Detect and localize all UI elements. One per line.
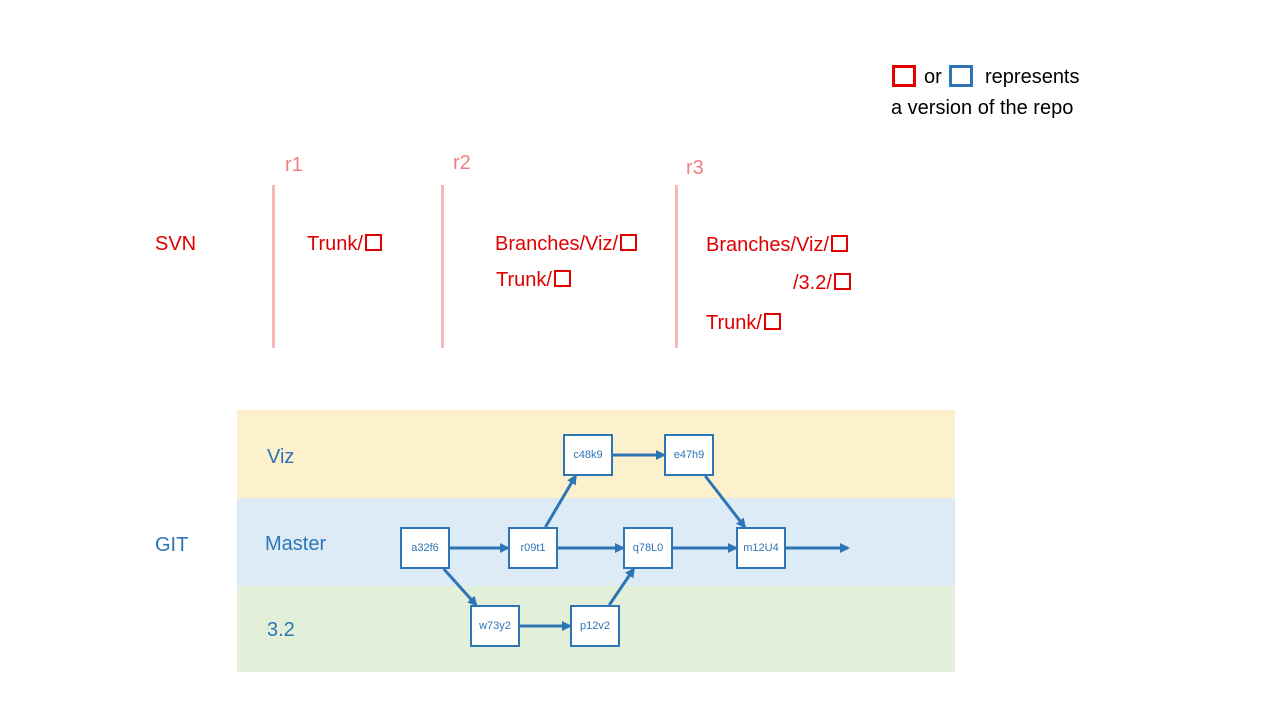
svn-entry: Branches/Viz/	[495, 233, 638, 256]
svn-entry: Branches/Viz/	[706, 234, 849, 257]
version-square	[833, 273, 851, 290]
revision-divider-r1	[272, 185, 275, 348]
svn-entry: Trunk/	[307, 233, 382, 256]
version-square	[763, 313, 781, 330]
legend-red-box	[892, 65, 916, 87]
commit-node: a32f6	[400, 527, 450, 569]
commit-node: e47h9	[664, 434, 714, 476]
version-square	[364, 234, 382, 251]
branch-label-3-2: 3.2	[267, 619, 295, 641]
commit-node: r09t1	[508, 527, 558, 569]
commit-node: q78L0	[623, 527, 673, 569]
legend-description: a version of the repo	[891, 97, 1074, 119]
branch-label-viz: Viz	[267, 446, 295, 468]
revision-label-r3: r3	[686, 157, 704, 179]
commit-node: p12v2	[570, 605, 620, 647]
commit-node: m12U4	[736, 527, 786, 569]
revision-label-r2: r2	[453, 152, 471, 174]
revision-divider-r2	[441, 185, 444, 348]
branch-band-master	[237, 498, 955, 586]
svn-entry: Trunk/	[496, 269, 571, 292]
commit-arrow	[544, 474, 577, 528]
commit-arrow	[442, 567, 478, 607]
legend-represents: represents	[985, 66, 1080, 88]
legend-blue-box	[949, 65, 973, 87]
revision-divider-r3	[675, 185, 678, 348]
branch-label-master: Master	[265, 533, 327, 555]
commit-node: w73y2	[470, 605, 520, 647]
svn-label: SVN	[155, 233, 197, 255]
version-square	[553, 270, 571, 287]
version-square	[831, 235, 849, 252]
git-label: GIT	[155, 534, 189, 556]
svn-entry: Trunk/	[706, 312, 781, 335]
svn-entry: /3.2/	[793, 272, 851, 295]
revision-label-r1: r1	[285, 154, 303, 176]
commit-node: c48k9	[563, 434, 613, 476]
legend-or: or	[924, 66, 942, 88]
commit-arrow	[608, 567, 635, 606]
version-square	[620, 234, 638, 251]
commit-arrow	[704, 475, 746, 529]
